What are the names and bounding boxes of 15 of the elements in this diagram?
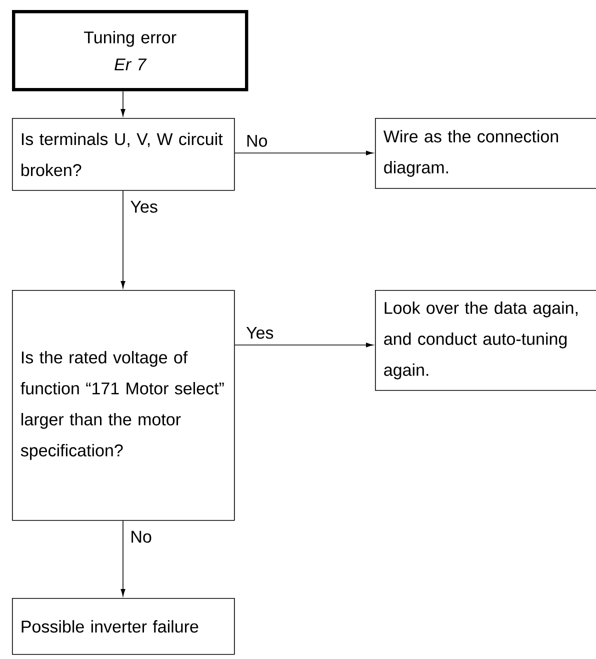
process-box: Is terminals U, V, W circuit broken? xyxy=(12,118,235,191)
edge-label: No xyxy=(245,134,269,148)
edge-label: No xyxy=(129,530,153,544)
process-box: Is the rated voltage of function “171 Motor select” larger than the motor specification? xyxy=(12,290,235,521)
edge-label: Yes xyxy=(129,200,159,214)
process-box: Wire as the connection diagram. xyxy=(375,118,596,189)
start-box: Tuning error Er 7 xyxy=(12,10,248,92)
arrow xyxy=(234,150,374,156)
arrow xyxy=(234,342,374,348)
arrow xyxy=(120,190,126,288)
edge-label: Yes xyxy=(245,326,275,340)
process-box: Look over the data again, and conduct auto-tuning again. xyxy=(375,290,596,391)
arrow xyxy=(120,90,126,116)
arrow xyxy=(120,520,126,596)
process-box: Possible inverter failure xyxy=(12,598,235,655)
